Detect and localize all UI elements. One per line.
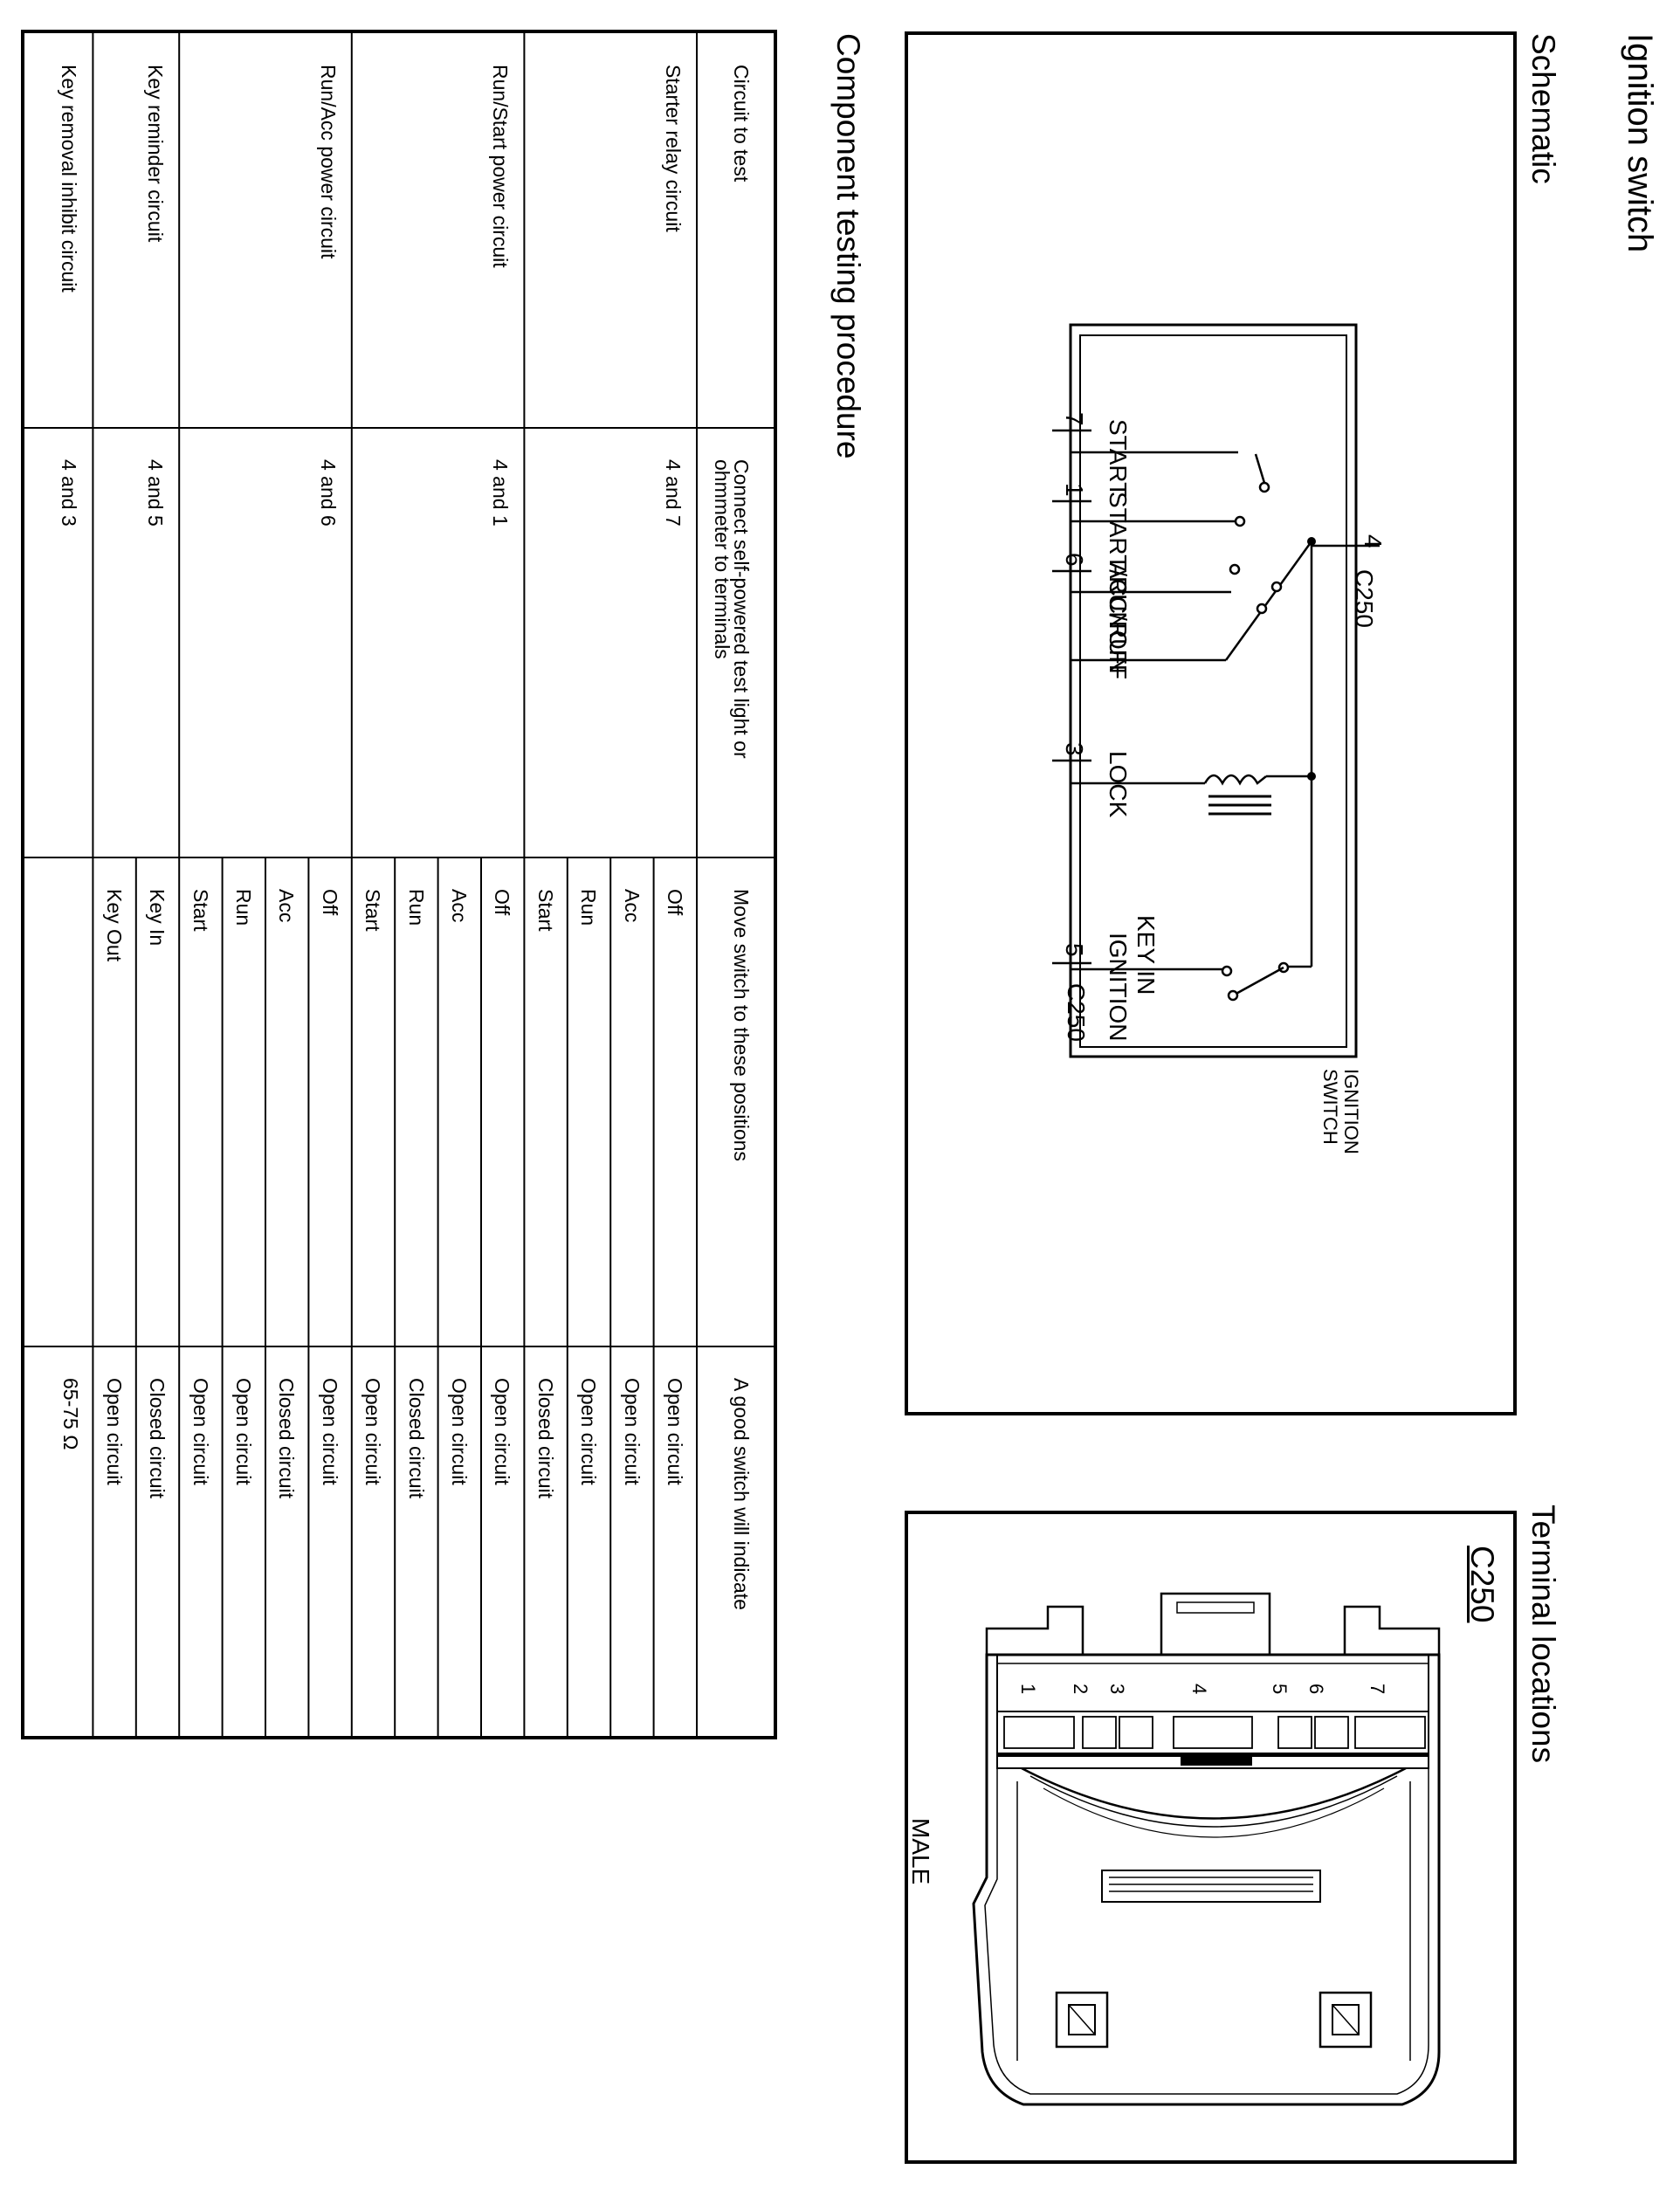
switch-position: Acc xyxy=(620,889,644,923)
expected-result: Open circuit xyxy=(318,1378,341,1485)
expected-result: Closed circuit xyxy=(404,1378,428,1499)
switch-position: Key In xyxy=(146,889,169,947)
header-indicate: A good switch will indicate xyxy=(730,1378,753,1610)
cavity-6 xyxy=(1314,1716,1349,1749)
schematic-panel xyxy=(905,31,1517,1415)
switch-position: Acc xyxy=(275,889,299,923)
ridge-block xyxy=(1101,1870,1321,1903)
circuit-name: Starter relay circuit xyxy=(662,65,685,232)
expected-result: Open circuit xyxy=(232,1378,255,1485)
lock-coil xyxy=(1203,774,1267,786)
header-circuit: Circuit to test xyxy=(730,65,753,182)
contact-start-run xyxy=(1234,515,1246,527)
terminal-pair: 4 and 7 xyxy=(662,459,685,527)
expected-result: Open circuit xyxy=(577,1378,601,1485)
cavity-7 xyxy=(1354,1716,1426,1749)
connector-pin-4: 4 xyxy=(1188,1684,1210,1695)
contact-acc-run xyxy=(1229,563,1241,575)
latch-center xyxy=(1160,1592,1271,1655)
mount-lug-left xyxy=(1055,1991,1109,2049)
expected-result: Open circuit xyxy=(102,1378,126,1485)
expected-result: Open circuit xyxy=(620,1378,644,1485)
expected-result: Closed circuit xyxy=(146,1378,169,1499)
terminal-pair: 4 and 1 xyxy=(489,459,513,527)
expected-result: Closed circuit xyxy=(534,1378,557,1499)
switch-position: Off xyxy=(664,889,686,916)
table-grid xyxy=(24,33,774,1736)
terminal-pair: 4 and 5 xyxy=(144,459,168,527)
expected-result: Open circuit xyxy=(491,1378,514,1485)
switch-position: Start xyxy=(534,889,557,932)
connector-hood xyxy=(1021,1766,1407,1820)
header-move: Move switch to these positions xyxy=(730,889,753,1161)
switch-position: Off xyxy=(318,889,341,916)
connector-pin-2: 2 xyxy=(1070,1684,1091,1695)
switch-position: Start xyxy=(189,889,212,932)
circuit-name: Key reminder circuit xyxy=(144,65,168,243)
expected-result: Open circuit xyxy=(361,1378,385,1485)
switch-position: Acc xyxy=(448,889,471,923)
connector-shell xyxy=(972,1653,1441,2106)
circuit-name: Run/Start power circuit xyxy=(489,65,513,268)
connector-pin-5: 5 xyxy=(1269,1684,1291,1695)
switch-position: Start xyxy=(361,889,385,932)
header-connect-line2: ohmmeter to terminals xyxy=(711,459,733,659)
cavity-3 xyxy=(1119,1716,1153,1749)
latch-right xyxy=(1343,1605,1441,1655)
terminal-pair: 4 and 6 xyxy=(316,459,340,527)
expected-result: Closed circuit xyxy=(275,1378,299,1499)
connector-pin-7: 7 xyxy=(1367,1684,1388,1695)
switch-position: Run xyxy=(404,889,428,926)
latch-left xyxy=(985,1605,1084,1655)
connector-pin-6: 6 xyxy=(1305,1684,1327,1695)
terminal-pair: 4 and 3 xyxy=(58,459,81,527)
circuit-name: Run/Acc power circuit xyxy=(316,65,340,259)
cavity-5 xyxy=(1277,1716,1312,1749)
cavity-1 xyxy=(1003,1716,1075,1749)
switch-position: Off xyxy=(491,889,514,916)
circuit-name: Key removal inhibit circuit xyxy=(58,65,81,293)
switch-housing-inner xyxy=(1079,334,1347,1048)
connector-pin-3: 3 xyxy=(1106,1684,1128,1695)
switch-position: Run xyxy=(232,889,255,926)
cavity-4 xyxy=(1173,1716,1253,1749)
connector-pin-1: 1 xyxy=(1017,1684,1039,1695)
wiper-arm xyxy=(1224,541,1313,661)
expected-result: Open circuit xyxy=(189,1378,212,1485)
switch-position: Run xyxy=(577,889,601,926)
expected-result: Open circuit xyxy=(448,1378,471,1485)
expected-result: 65-75 Ω xyxy=(59,1378,83,1450)
lock-node xyxy=(1307,772,1316,781)
switch-position: Key Out xyxy=(102,889,126,962)
mount-lug-right xyxy=(1319,1991,1373,2049)
terminal-locations-panel xyxy=(905,1511,1517,2164)
cavity-2 xyxy=(1082,1716,1117,1749)
expected-result: Open circuit xyxy=(664,1378,686,1485)
contact-key-in xyxy=(1221,965,1233,977)
